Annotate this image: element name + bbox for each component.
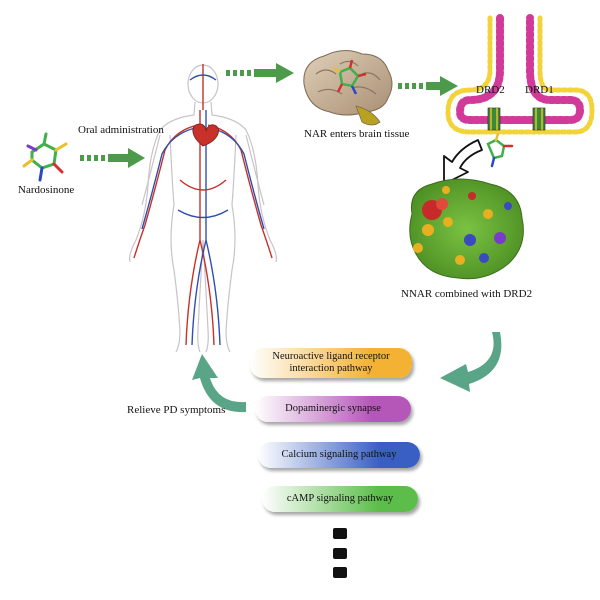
pathway-pill-neuroactive: Neuroactive ligand receptor interaction … bbox=[250, 348, 412, 378]
nnar-label: NNAR combined with DRD2 bbox=[401, 288, 533, 300]
pathway-label-line1: Neuroactive ligand receptor bbox=[272, 351, 390, 362]
heart-illustration bbox=[192, 123, 219, 147]
arrow-brain-to-membrane bbox=[398, 76, 458, 96]
hollow-arrow-down bbox=[443, 139, 483, 185]
brain-illustration bbox=[303, 50, 393, 126]
arrow-body-to-brain bbox=[226, 63, 294, 83]
circulatory-system bbox=[133, 64, 273, 346]
drd2-label: DRD2 bbox=[476, 84, 505, 96]
nardosinone-label: Nardosinone bbox=[18, 184, 75, 196]
teal-arrow-to-pathways bbox=[440, 332, 502, 392]
drd1-receptor bbox=[532, 107, 546, 131]
ellipsis-more-pathways bbox=[333, 528, 347, 578]
brain-label: NAR enters brain tissue bbox=[304, 128, 410, 140]
pathway-label-line2: interaction pathway bbox=[289, 363, 373, 374]
pathway-pill-dopaminergic: Dopaminergic synapse bbox=[255, 396, 411, 422]
pathway-label: cAMP signaling pathway bbox=[286, 493, 394, 504]
drd1-label: DRD1 bbox=[525, 84, 554, 96]
pathway-label: Dopaminergic synapse bbox=[285, 403, 381, 414]
cell-membrane bbox=[445, 14, 595, 135]
protein-surface bbox=[409, 178, 524, 280]
drd2-receptor bbox=[487, 107, 501, 131]
pathway-label: Calcium signaling pathway bbox=[281, 449, 397, 460]
pathway-pill-camp: cAMP signaling pathway bbox=[262, 486, 418, 512]
teal-arrow-to-body bbox=[192, 354, 246, 413]
pathway-pill-calcium: Calcium signaling pathway bbox=[258, 442, 420, 468]
human-body-figure bbox=[129, 64, 277, 353]
oral-administration-label: Oral administration bbox=[78, 124, 164, 136]
arrow-molecule-to-body bbox=[80, 148, 145, 168]
nardosinone-molecule bbox=[22, 132, 68, 182]
relieve-label: Relieve PD symptoms bbox=[127, 404, 226, 416]
ligand-molecule bbox=[486, 132, 514, 168]
